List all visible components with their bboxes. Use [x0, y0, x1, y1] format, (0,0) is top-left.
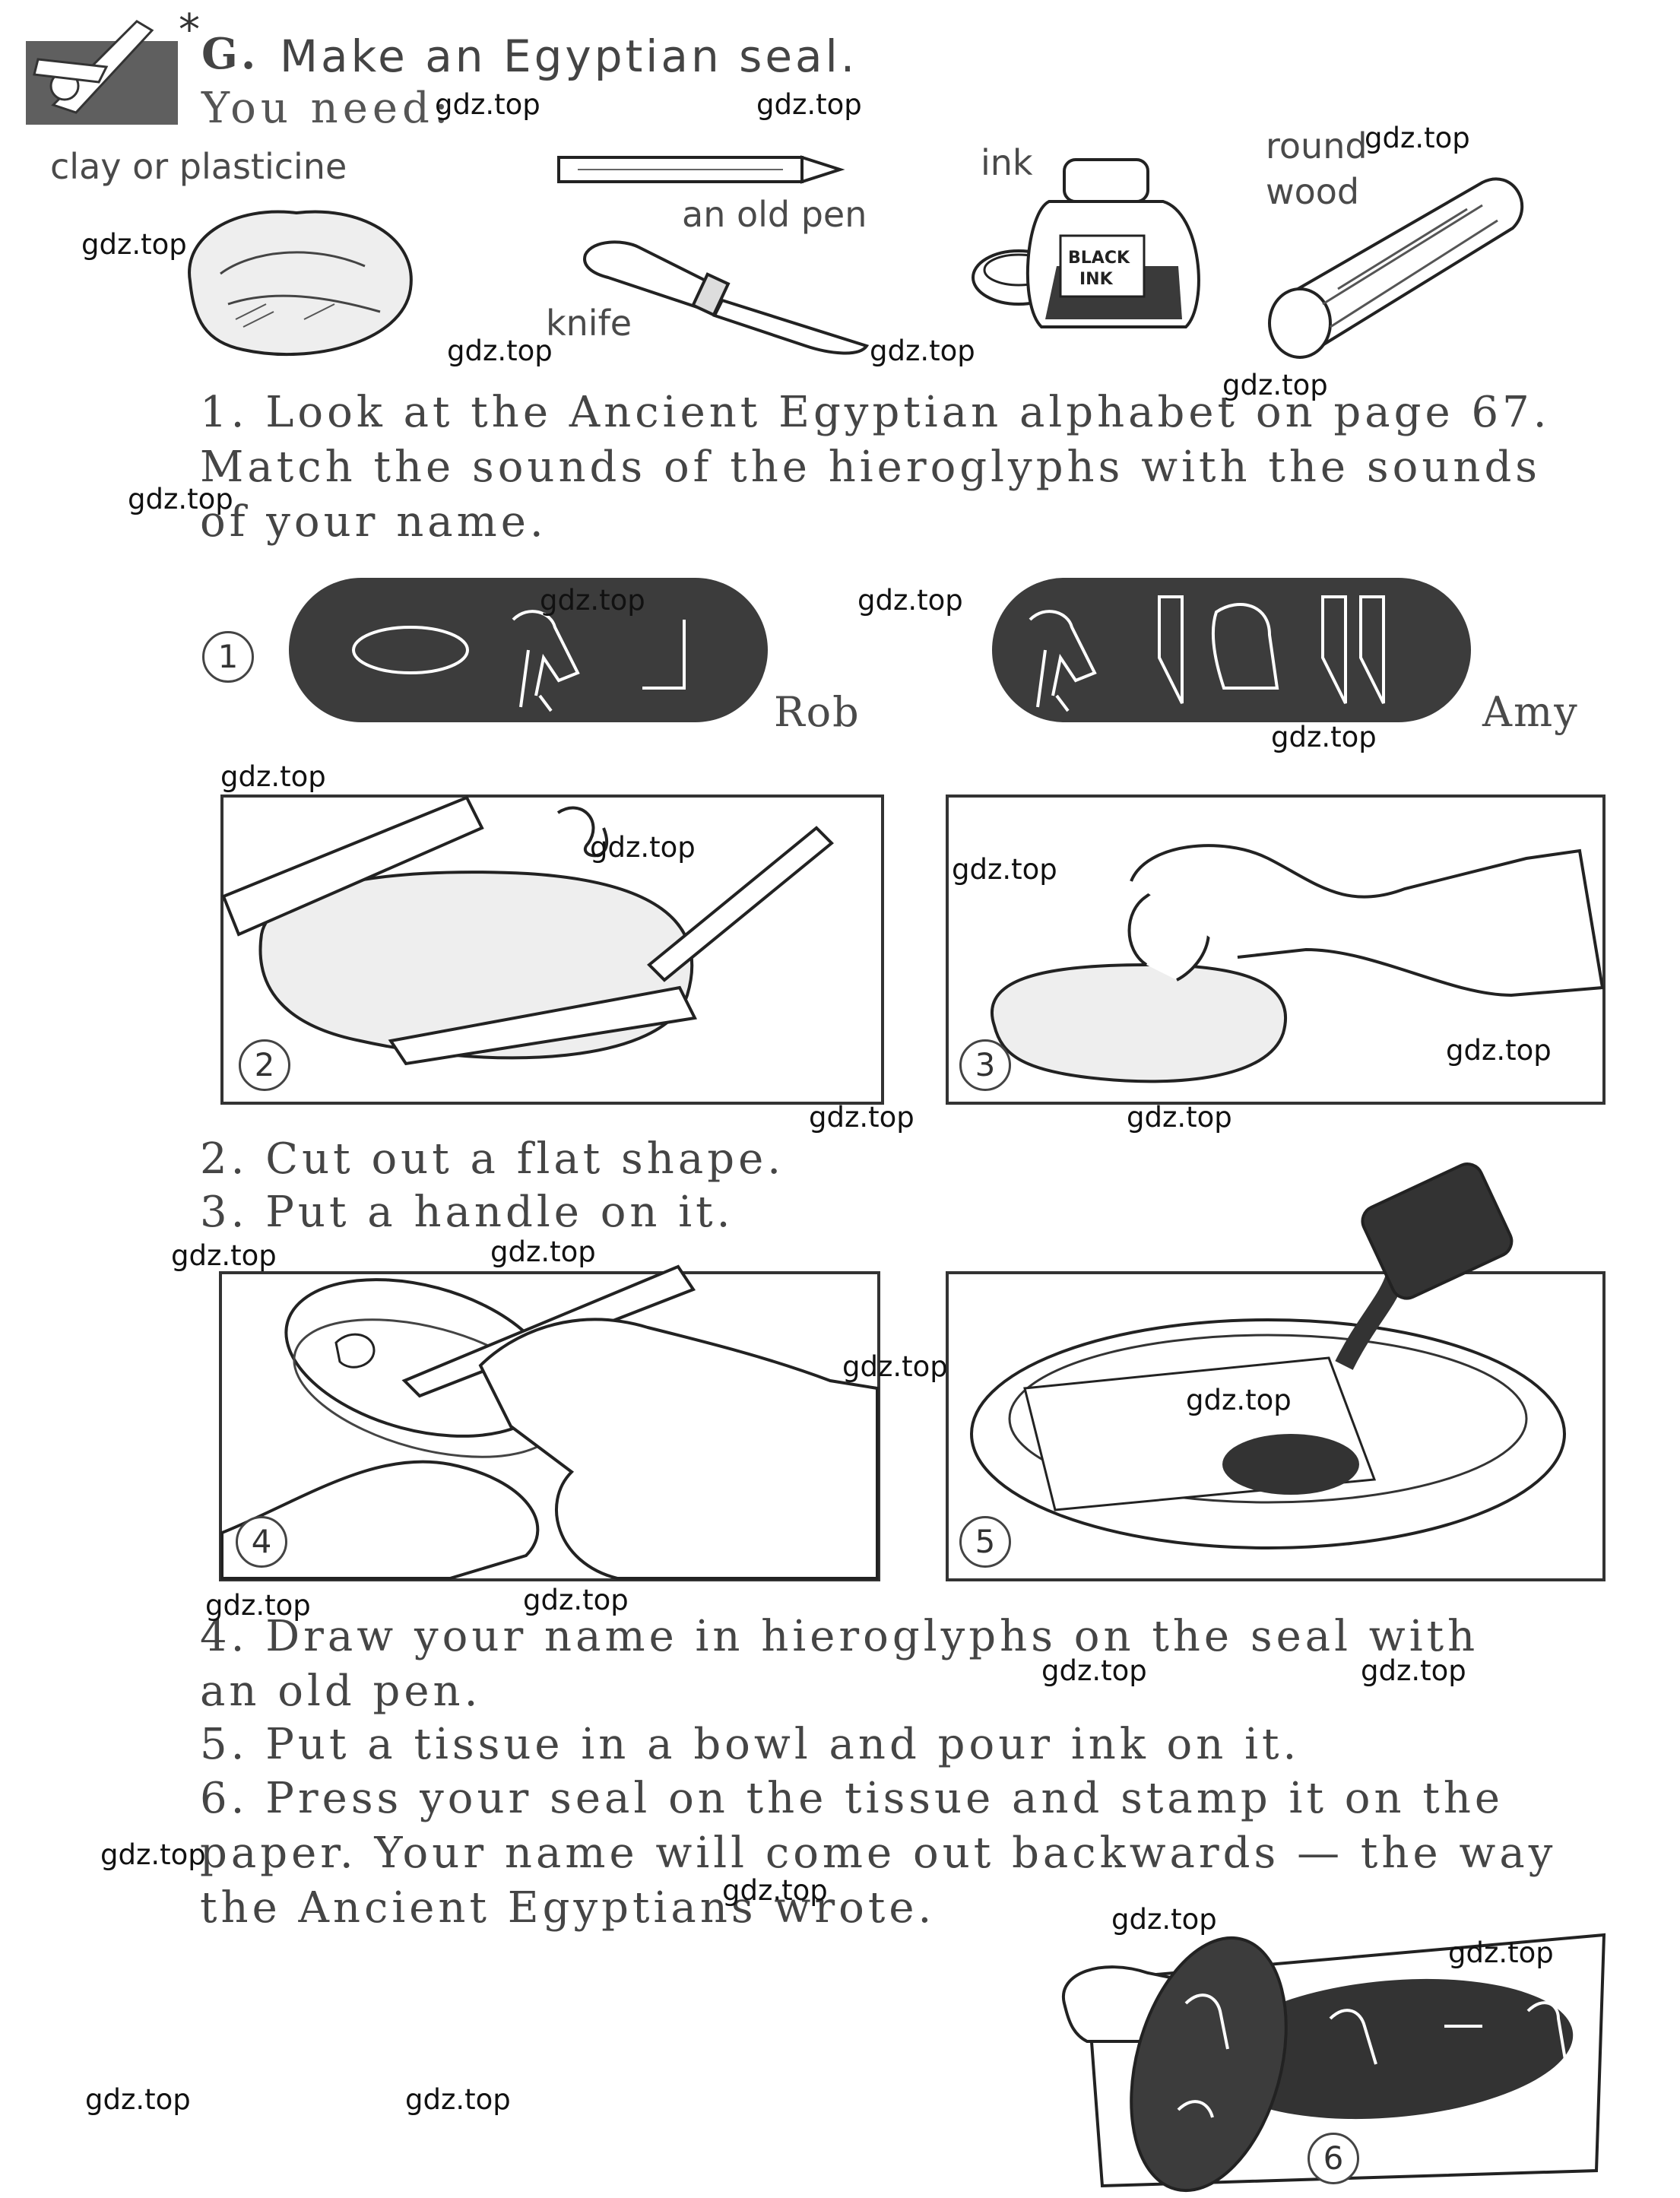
watermark: gdz.top — [81, 228, 187, 261]
panel-number-2: 2 — [239, 1039, 290, 1091]
knife-illustration — [583, 240, 870, 355]
watermark: gdz.top — [1271, 721, 1377, 753]
panel-4: 4 — [219, 1264, 880, 1581]
step6-line3: the Ancient Egyptians wrote. — [200, 1883, 936, 1933]
watermark: gdz.top — [1041, 1654, 1147, 1687]
step6-line1: 6. Press your seal on the tissue and sta… — [200, 1774, 1504, 1823]
panel-2: 2 — [220, 795, 884, 1105]
ink-bottle-label-2: INK — [1079, 270, 1113, 289]
watermark: gdz.top — [1222, 369, 1328, 401]
watermark: gdz.top — [523, 1584, 629, 1616]
watermark: gdz.top — [205, 1589, 311, 1622]
example-name-amy: Amy — [1482, 688, 1579, 736]
step4-line2: an old pen. — [200, 1667, 482, 1716]
ink-bottle-illustration — [972, 158, 1200, 328]
knife-label: knife — [546, 303, 632, 344]
clay-label: clay or plasticine — [50, 146, 347, 187]
step6-line2: paper. Your name will come out backwards… — [200, 1828, 1557, 1878]
craft-icon: * — [23, 5, 205, 128]
svg-text:*: * — [179, 5, 200, 55]
section-letter: G. — [201, 29, 261, 79]
watermark: gdz.top — [85, 2083, 191, 2116]
watermark: gdz.top — [435, 88, 540, 121]
wood-label-2: wood — [1266, 171, 1360, 212]
panel-6: 6 — [1057, 1912, 1619, 2193]
watermark: gdz.top — [1361, 1654, 1466, 1687]
wood-label-1: round — [1266, 125, 1368, 167]
panel-number-5: 5 — [959, 1516, 1011, 1568]
panel-number-6: 6 — [1308, 2133, 1359, 2184]
page-title: Make an Egyptian seal. — [280, 30, 858, 82]
watermark: gdz.top — [722, 1874, 828, 1907]
you-need-label: You need: — [201, 84, 453, 133]
watermark: gdz.top — [1448, 1936, 1554, 1969]
step2-text: 2. Cut out a flat shape. — [200, 1134, 785, 1184]
watermark: gdz.top — [952, 853, 1057, 886]
watermark: gdz.top — [171, 1239, 277, 1272]
watermark: gdz.top — [490, 1235, 596, 1268]
pen-label: an old pen — [682, 194, 867, 235]
panel-number-4: 4 — [236, 1516, 287, 1568]
watermark: gdz.top — [1186, 1384, 1292, 1416]
panel-3: 3 — [946, 795, 1606, 1105]
step1-line2: Match the sounds of the hieroglyphs with… — [200, 442, 1542, 492]
watermark: gdz.top — [1446, 1034, 1552, 1067]
watermark: gdz.top — [842, 1350, 948, 1383]
step4-line1: 4. Draw your name in hieroglyphs on the … — [200, 1612, 1479, 1661]
wood-illustration — [1268, 177, 1524, 359]
example-name-rob: Rob — [774, 688, 861, 736]
step3-text: 3. Put a handle on it. — [200, 1188, 734, 1237]
watermark: gdz.top — [809, 1101, 914, 1134]
panel-5: 5 — [946, 1162, 1606, 1581]
panel-number-1: 1 — [202, 631, 254, 683]
ink-label: ink — [981, 142, 1033, 183]
watermark: gdz.top — [540, 584, 645, 617]
watermark: gdz.top — [220, 760, 326, 793]
watermark: gdz.top — [128, 483, 233, 515]
step1-line1: 1. Look at the Ancient Egyptian alphabet… — [200, 388, 1551, 437]
pen-illustration — [557, 155, 845, 184]
watermark: gdz.top — [590, 831, 696, 864]
watermark: gdz.top — [1127, 1101, 1232, 1134]
watermark: gdz.top — [870, 335, 975, 367]
panel-number-3: 3 — [959, 1039, 1011, 1091]
watermark: gdz.top — [405, 2083, 511, 2116]
watermark: gdz.top — [857, 584, 963, 617]
seal-rob — [289, 578, 768, 722]
step5-text: 5. Put a tissue in a bowl and pour ink o… — [200, 1720, 1301, 1769]
watermark: gdz.top — [447, 335, 553, 367]
step1-line3: of your name. — [200, 497, 547, 547]
seal-amy — [992, 578, 1471, 722]
ink-bottle-label-1: BLACK — [1068, 249, 1130, 268]
watermark: gdz.top — [1365, 122, 1470, 154]
clay-illustration — [188, 210, 413, 356]
watermark: gdz.top — [100, 1838, 206, 1871]
watermark: gdz.top — [756, 88, 862, 121]
watermark: gdz.top — [1111, 1903, 1217, 1936]
